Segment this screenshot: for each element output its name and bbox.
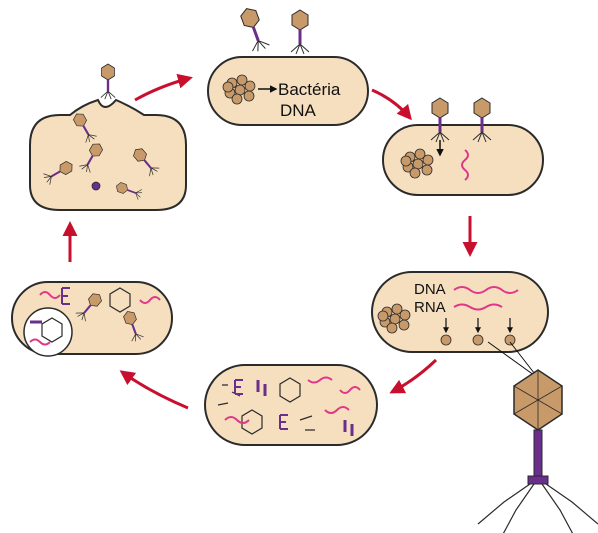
callout-line [509, 341, 539, 379]
bacteriophage-icon [236, 4, 272, 55]
rna-label: RNA [414, 299, 446, 316]
capsid-shell [241, 409, 263, 435]
cell-assembly [204, 364, 378, 446]
viral-dna-strand [453, 286, 519, 294]
cell-maturation [11, 281, 173, 357]
dna-label: DNA [414, 281, 446, 298]
rna-strand [307, 376, 333, 384]
cycle-arrow [119, 370, 189, 410]
cycle-arrow [389, 358, 438, 394]
bacteria-label: Bactéria [278, 80, 341, 99]
cell-injection [382, 96, 544, 196]
viral-capsid [472, 334, 484, 346]
rna-strand [224, 416, 250, 424]
bacteriophage-icon [477, 369, 598, 533]
capsid-shell [41, 317, 63, 343]
bacteriophage-icon [289, 8, 311, 56]
protein-fragment [256, 380, 267, 396]
cell-replication: DNA RNA [371, 271, 549, 353]
rna-strand [324, 406, 350, 414]
protein-fragment [343, 420, 354, 436]
protein-fragment [61, 287, 70, 305]
dna-label: DNA [280, 101, 317, 120]
viral-capsid [504, 334, 516, 346]
callout-line [487, 341, 539, 379]
viral-capsid [91, 181, 101, 191]
viral-dna-strand [461, 149, 469, 181]
rna-strand [453, 303, 503, 311]
rna-strand [339, 386, 361, 394]
zoom-inset [23, 307, 73, 357]
rna-strand [29, 338, 51, 346]
capsid-shell [109, 287, 131, 313]
viral-capsid [440, 334, 452, 346]
capsid-shell [279, 377, 301, 403]
lytic-cycle-arrows [62, 73, 478, 410]
cycle-arrow [134, 73, 193, 102]
cell-lysis [29, 62, 187, 211]
cycle-arrow [371, 88, 412, 121]
protein-fragment [279, 414, 288, 430]
rna-strand [139, 296, 161, 304]
protein-fragment [299, 415, 315, 431]
rna-strand [39, 291, 61, 299]
cell-attachment: Bactéria DNA [207, 4, 369, 126]
bacteriophage-icon [99, 62, 117, 101]
protein-fragment [234, 379, 243, 395]
